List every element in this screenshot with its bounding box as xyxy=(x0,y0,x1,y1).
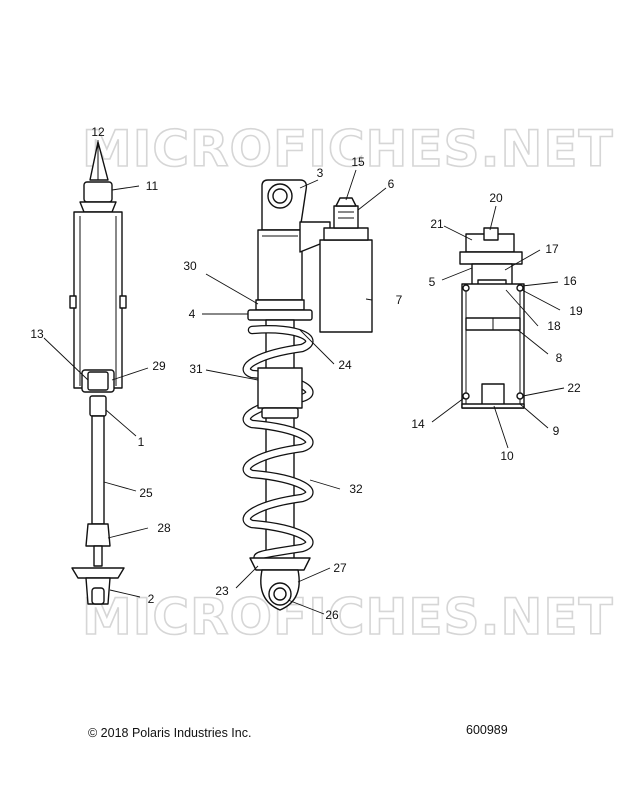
callout-22: 22 xyxy=(567,381,581,395)
part-12-tip xyxy=(89,141,109,181)
callout-25: 25 xyxy=(139,486,153,500)
callout-13: 13 xyxy=(30,327,44,341)
shock-main-view xyxy=(242,179,373,611)
callout-10: 10 xyxy=(500,449,514,463)
part-29-insert xyxy=(87,371,109,391)
callout-28: 28 xyxy=(157,521,171,535)
callout-31: 31 xyxy=(189,362,203,376)
part-31-collar xyxy=(257,367,303,409)
callout-12: 12 xyxy=(91,125,105,139)
callout-16: 16 xyxy=(563,274,577,288)
part-4-seat xyxy=(247,309,313,321)
part-15-valve xyxy=(335,197,357,207)
callout-3: 3 xyxy=(317,166,324,180)
callout-27: 27 xyxy=(333,561,347,575)
watermark-top: MICROFICHES.NET xyxy=(82,120,614,178)
callout-9: 9 xyxy=(553,424,560,438)
part-6-cap xyxy=(333,205,359,229)
part-23-seat xyxy=(249,557,311,571)
copyright-text: © 2018 Polaris Industries Inc. xyxy=(88,726,251,740)
callout-labels: 12 11 13 29 1 25 28 2 3 15 6 7 30 4 31 2… xyxy=(30,125,583,622)
leader-lines xyxy=(43,140,565,615)
part-10-end-plug xyxy=(481,383,505,407)
callout-15: 15 xyxy=(351,155,365,169)
shock-side-view xyxy=(69,141,127,605)
part-11-cap xyxy=(83,181,113,203)
part-28-bumper xyxy=(85,523,111,547)
shock-body xyxy=(257,229,303,301)
part-19-ring xyxy=(516,284,524,292)
part-32-spring xyxy=(242,325,314,565)
part-26-bearing xyxy=(273,587,287,601)
callout-26: 26 xyxy=(325,608,339,622)
callout-7: 7 xyxy=(396,293,403,307)
part-1-bushing xyxy=(89,395,107,417)
figure-number: 600989 xyxy=(466,723,508,737)
part-25-shaft xyxy=(91,415,105,525)
part-5-ring xyxy=(462,284,470,292)
callout-30: 30 xyxy=(183,259,197,273)
shock-body-side xyxy=(73,211,123,389)
part-14-oring xyxy=(462,392,470,400)
callout-29: 29 xyxy=(152,359,166,373)
callout-14: 14 xyxy=(411,417,425,431)
part-22-oring xyxy=(516,392,524,400)
callout-17: 17 xyxy=(545,242,559,256)
callout-8: 8 xyxy=(556,351,563,365)
callout-18: 18 xyxy=(547,319,561,333)
callout-5: 5 xyxy=(429,275,436,289)
callout-20: 20 xyxy=(489,191,503,205)
callout-11: 11 xyxy=(146,179,159,193)
part-20-valve-cap xyxy=(483,227,499,241)
part-9-end-cap xyxy=(461,403,525,409)
reservoir-section-view xyxy=(459,227,525,409)
callout-21: 21 xyxy=(430,217,444,231)
callout-6: 6 xyxy=(388,177,395,191)
callout-4: 4 xyxy=(189,307,196,321)
part-30-collar xyxy=(255,299,305,311)
callout-23: 23 xyxy=(215,584,229,598)
part-7-reservoir xyxy=(319,239,373,333)
watermark-bottom: MICROFICHES.NET xyxy=(82,588,614,646)
callout-1: 1 xyxy=(138,435,145,449)
callout-32: 32 xyxy=(349,482,363,496)
callout-19: 19 xyxy=(569,304,583,318)
callout-2: 2 xyxy=(148,592,155,606)
callout-24: 24 xyxy=(338,358,352,372)
